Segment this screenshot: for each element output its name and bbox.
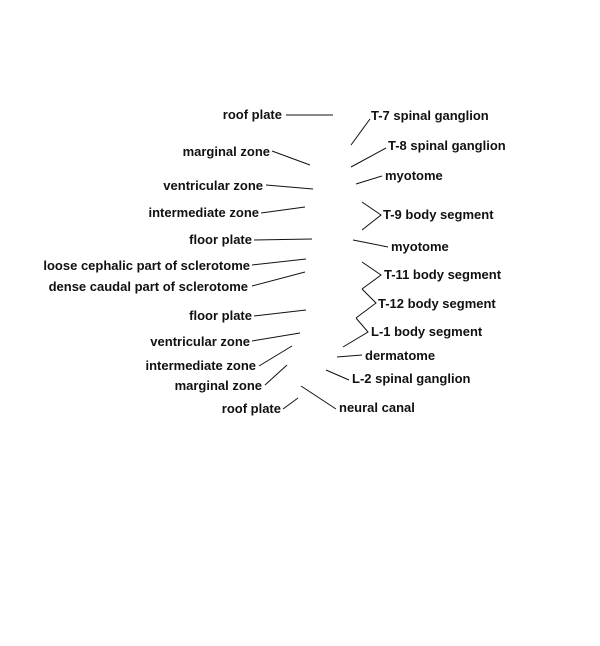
leader-myotome-top	[355, 175, 383, 185]
label-t9-body-segment: T-9 body segment	[383, 207, 494, 222]
leader-intermediate-zone-top	[260, 206, 306, 214]
label-intermediate-zone-bottom: intermediate zone	[145, 358, 256, 373]
label-floor-plate-bottom: floor plate	[189, 308, 252, 323]
leader-t8-spinal-ganglion	[350, 147, 387, 168]
leader-t11-body-segment	[361, 261, 382, 290]
label-l2-spinal-ganglion: L-2 spinal ganglion	[352, 371, 471, 386]
label-ventricular-zone-top: ventricular zone	[163, 178, 263, 193]
leader-floor-plate-bottom	[253, 309, 307, 317]
label-t12-body-segment: T-12 body segment	[378, 296, 496, 311]
label-loose-cephalic-sclerotome: loose cephalic part of sclerotome	[43, 258, 250, 273]
leader-marginal-zone-top	[271, 150, 311, 166]
leader-t12-body-segment	[355, 288, 377, 319]
label-dense-caudal-sclerotome: dense caudal part of sclerotome	[48, 279, 248, 294]
leader-floor-plate-top	[253, 238, 313, 241]
leader-intermediate-zone-bottom	[258, 345, 293, 367]
label-myotome-top: myotome	[385, 168, 443, 183]
leader-l2-spinal-ganglion	[325, 369, 350, 381]
label-myotome-bottom: myotome	[391, 239, 449, 254]
label-t7-spinal-ganglion: T-7 spinal ganglion	[371, 108, 489, 123]
leader-loose-cephalic-sclerotome	[251, 258, 307, 266]
leader-dense-caudal-sclerotome	[251, 271, 306, 287]
label-roof-plate-top: roof plate	[222, 107, 282, 122]
label-floor-plate-top: floor plate	[189, 232, 252, 247]
label-marginal-zone-top: marginal zone	[182, 144, 270, 159]
leader-myotome-bottom	[352, 239, 389, 248]
leader-neural-canal	[300, 385, 337, 410]
label-ventricular-zone-bottom: ventricular zone	[150, 334, 250, 349]
label-neural-canal: neural canal	[339, 400, 415, 415]
label-t8-spinal-ganglion: T-8 spinal ganglion	[388, 138, 506, 153]
label-marginal-zone-bottom: marginal zone	[174, 378, 262, 393]
leader-l1-body-segment	[342, 317, 369, 348]
label-l1-body-segment: L-1 body segment	[371, 324, 483, 339]
leader-roof-plate-bottom	[282, 397, 299, 410]
leader-t9-body-segment	[361, 201, 382, 231]
leader-ventricular-zone-top	[265, 184, 314, 190]
label-roof-plate-bottom: roof plate	[221, 401, 281, 416]
leader-dermatome	[336, 354, 363, 358]
leader-marginal-zone-bottom	[264, 364, 288, 386]
leader-t7-spinal-ganglion	[350, 118, 371, 146]
label-dermatome: dermatome	[365, 348, 436, 363]
label-t11-body-segment: T-11 body segment	[384, 267, 502, 282]
leader-ventricular-zone-bottom	[251, 332, 301, 342]
label-intermediate-zone-top: intermediate zone	[148, 205, 259, 220]
